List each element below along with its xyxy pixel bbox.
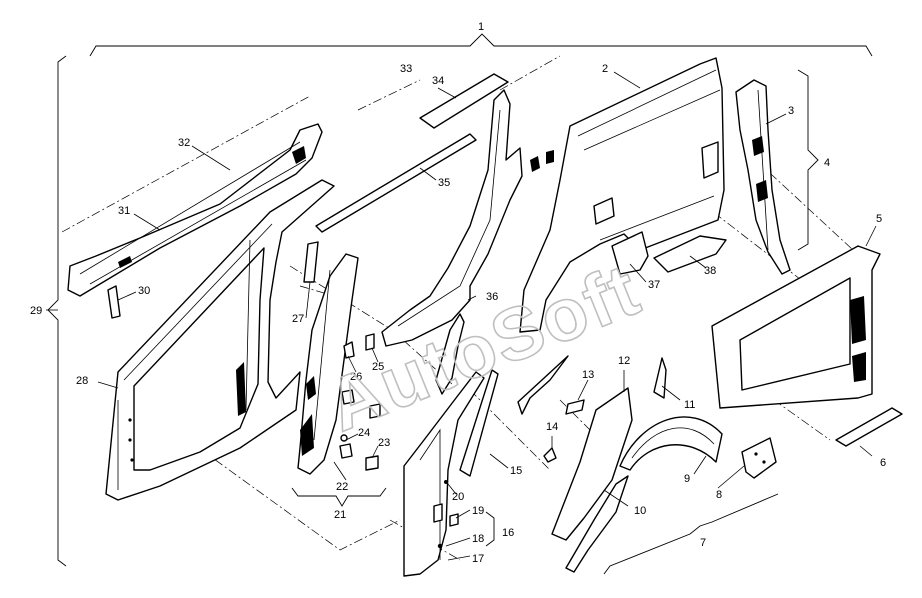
- callout-19: 19: [472, 505, 484, 517]
- callout-21: 21: [334, 509, 346, 521]
- part-38-plate: [653, 235, 727, 273]
- callout-3: 3: [788, 105, 794, 117]
- callout-5: 5: [876, 213, 882, 225]
- part-8-mount-plate: [741, 437, 777, 479]
- part-11-bracket: [653, 357, 667, 399]
- callout-30: 30: [138, 285, 150, 297]
- callout-12: 12: [618, 355, 630, 367]
- callout-6: 6: [880, 457, 886, 469]
- callout-15: 15: [510, 465, 522, 477]
- callout-7: 7: [700, 537, 706, 549]
- callout-34: 34: [432, 75, 444, 87]
- callout-20: 20: [452, 491, 464, 503]
- part-34-36-door-frame: [315, 73, 554, 395]
- callout-11: 11: [684, 399, 695, 411]
- callout-28: 28: [76, 375, 88, 387]
- callout-27: 27: [292, 313, 304, 325]
- part-2-rear-side-panel: [519, 57, 725, 333]
- callout-4: 4: [824, 157, 830, 169]
- part-10-12-inner-wheelhouse: [517, 355, 633, 573]
- part-3-rear-pillar: [735, 79, 791, 275]
- callout-14: 14: [546, 421, 558, 433]
- part-31-32-roof-rail: [67, 123, 323, 297]
- part-9-wheel-arch: [619, 416, 723, 471]
- callout-31: 31: [118, 205, 130, 217]
- callout-36: 36: [486, 291, 498, 303]
- part-6-lower-bar: [835, 407, 903, 447]
- callout-9: 9: [684, 473, 690, 485]
- callout-38: 38: [704, 265, 716, 277]
- part-28-side-frame: [105, 179, 335, 501]
- callout-24: 24: [358, 427, 370, 439]
- callout-13: 13: [582, 369, 594, 381]
- callout-10: 10: [634, 505, 646, 517]
- leader-lines: [46, 71, 877, 561]
- callout-17: 17: [472, 553, 484, 565]
- callout-22: 22: [336, 481, 348, 493]
- part-5-back-panel-frame: [711, 245, 881, 409]
- part-15-20-a-pillar: [403, 369, 499, 577]
- callout-29: 29: [30, 305, 42, 317]
- callout-labels: 1 2 3 4 5 6 7 8 9 10 11 12 13 14 15 16 1…: [30, 21, 886, 565]
- callout-37: 37: [648, 279, 660, 291]
- callout-23: 23: [378, 437, 390, 449]
- callout-8: 8: [716, 489, 722, 501]
- callout-35: 35: [438, 177, 450, 189]
- callout-18: 18: [472, 533, 484, 545]
- callout-25: 25: [372, 361, 384, 373]
- part-30-bracket: [107, 285, 121, 319]
- callout-32: 32: [178, 137, 190, 149]
- callout-2: 2: [602, 63, 608, 75]
- callout-1: 1: [478, 21, 484, 33]
- assembly-brackets: [47, 33, 873, 575]
- callout-33: 33: [400, 63, 412, 75]
- part-22-b-pillar: [297, 241, 381, 475]
- callout-26: 26: [350, 371, 362, 383]
- callout-16: 16: [502, 527, 514, 539]
